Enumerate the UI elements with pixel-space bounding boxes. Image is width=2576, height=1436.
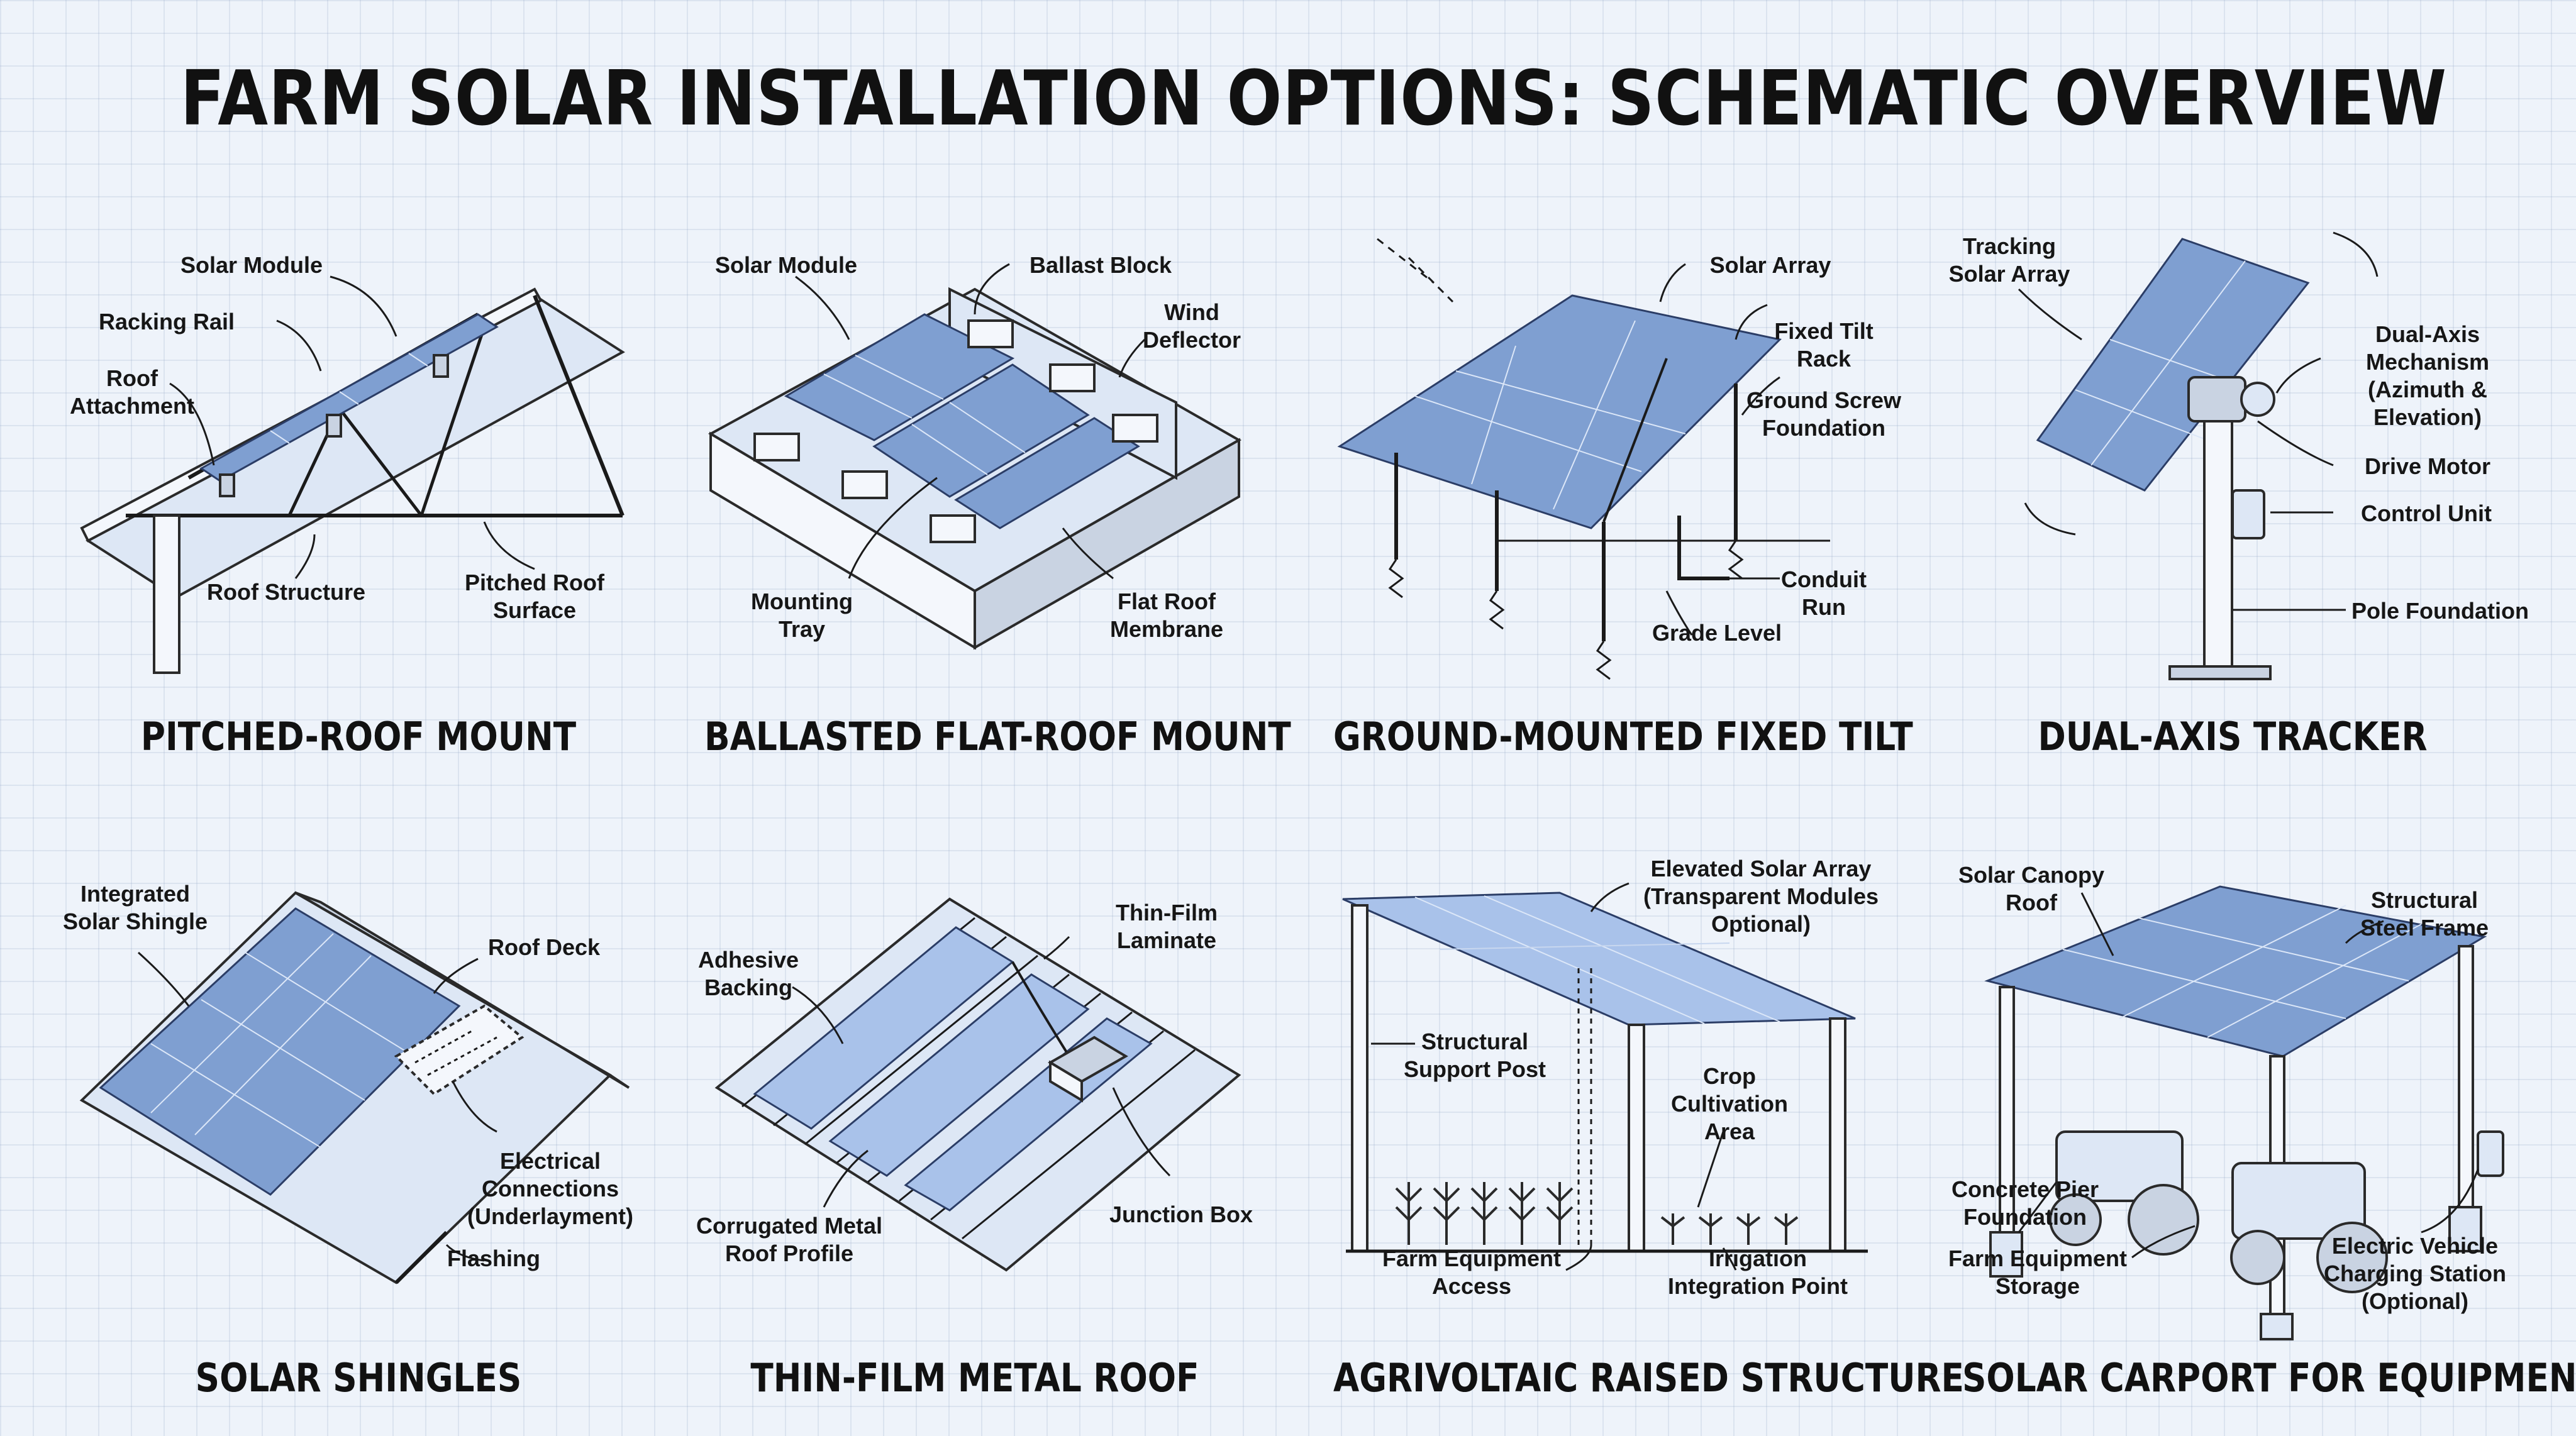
panel-thin-film-metal-roof: Adhesive Backing Thin-Film Laminate Junc… [660,792,1289,1415]
label-pole-foundation: Pole Foundation [2351,598,2529,624]
label-ev-charging-station: Electric Vehicle Charging Station (Optio… [2324,1233,2506,1314]
label-irrigation-integration-point: Irrigation Integration Point [1668,1245,1848,1299]
caption-thin-film-metal-roof: THIN-FILM METAL ROOF [750,1355,1199,1401]
label-integrated-solar-shingle: Integrated Solar Shingle [62,881,208,934]
panel-agrivoltaic-raised-structure: Elevated Solar Array (Transparent Module… [1289,792,1964,1415]
panel-dual-axis-tracker: Tracking Solar Array Dual-Axis Mechanism… [1918,151,2547,773]
label-structural-support-post: Structural Support Post [1404,1029,1546,1082]
label-drive-motor: Drive Motor [2364,453,2491,479]
caption-agrivoltaic-raised-structure: AGRIVOLTAIC RAISED STRUCTURE [1333,1355,1964,1401]
agrivoltaic-illustration [1342,882,1868,1271]
label-ballast-block: Ballast Block [1029,252,1172,278]
label-tracking-solar-array: Tracking Solar Array [1948,233,2070,287]
label-roof-structure: Roof Structure [207,579,365,605]
panel-ballasted-flat-roof-mount: Solar Module Ballast Block Wind Deflecto… [660,151,1291,773]
label-solar-array: Solar Array [1709,252,1831,278]
label-farm-equipment-access: Farm Equipment Access [1382,1245,1562,1299]
panel-solar-shingles: Integrated Solar Shingle Roof Deck Elect… [44,792,673,1415]
panel-solar-carport-for-equipment: Solar Canopy Roof Structural Steel Frame… [1918,792,2576,1415]
caption-pitched-roof-mount: PITCHED-ROOF MOUNT [140,714,577,759]
label-pitched-roof-surface: Pitched Roof Surface [465,570,604,623]
label-farm-equipment-storage: Farm Equipment Storage [1948,1245,2128,1299]
caption-solar-shingles: SOLAR SHINGLES [195,1355,522,1401]
label-corrugated-metal-roof-profile: Corrugated Metal Roof Profile [696,1213,883,1266]
label-solar-module: Solar Module [180,252,323,278]
label-solar-canopy-roof: Solar Canopy Roof [1958,862,2105,915]
label-flashing: Flashing [447,1245,541,1271]
caption-solar-carport-for-equipment: SOLAR CARPORT FOR EQUIPMENT [1962,1355,2576,1401]
label-fixed-tilt-rack: Fixed Tilt Rack [1774,318,1874,372]
label-ground-screw-foundation: Ground Screw Foundation [1746,387,1902,441]
label-mounting-tray: Mounting Tray [751,588,853,642]
caption-ballasted-flat-roof-mount: BALLASTED FLAT-ROOF MOUNT [704,714,1291,759]
thin-film-illustration [714,897,1241,1272]
label-electrical-connections: Electrical Connections (Underlayment) [467,1148,634,1229]
label-flat-roof-membrane: Flat Roof Membrane [1109,588,1224,642]
ground-mount-illustration [1337,238,1830,680]
page-title: FARM SOLAR INSTALLATION OPTIONS: SCHEMAT… [180,55,2447,143]
panel-pitched-roof-mount: Solar Module Racking Rail Roof Attachmen… [44,151,673,773]
panel-ground-mounted-fixed-tilt: Solar Array Fixed Tilt Rack Ground Screw… [1289,151,1918,773]
label-concrete-pier-foundation: Concrete Pier Foundation [1951,1176,2099,1230]
caption-ground-mounted-fixed-tilt: GROUND-MOUNTED FIXED TILT [1333,714,1913,759]
pitched-roof-illustration [80,275,625,674]
label-control-unit: Control Unit [2361,500,2492,526]
label-adhesive-backing: Adhesive Backing [697,947,799,1000]
label-crop-cultivation-area: Crop Cultivation Area [1671,1063,1788,1144]
caption-dual-axis-tracker: DUAL-AXIS TRACKER [2038,714,2428,759]
label-racking-rail: Racking Rail [98,309,235,334]
label-roof-deck: Roof Deck [487,934,601,960]
label-grade-level: Grade Level [1652,620,1782,646]
label-solar-module: Solar Module [714,252,858,278]
shingles-illustration [79,891,630,1284]
label-junction-box: Junction Box [1109,1201,1253,1227]
label-structural-steel-frame: Structural Steel Frame [2360,887,2489,941]
flat-roof-illustration [708,263,1242,650]
label-conduit-run: Conduit Run [1781,566,1867,620]
carport-illustration [1984,885,2504,1340]
label-dual-axis-mechanism: Dual-Axis Mechanism (Azimuth & Elevation… [2365,321,2490,430]
label-wind-deflector: Wind Deflector [1142,299,1241,353]
label-thin-film-laminate: Thin-Film Laminate [1116,900,1218,953]
label-roof-attachment: Roof Attachment [69,365,195,419]
label-elevated-solar-array: Elevated Solar Array (Transparent Module… [1643,856,1879,937]
tracker-illustration [2018,231,2379,680]
